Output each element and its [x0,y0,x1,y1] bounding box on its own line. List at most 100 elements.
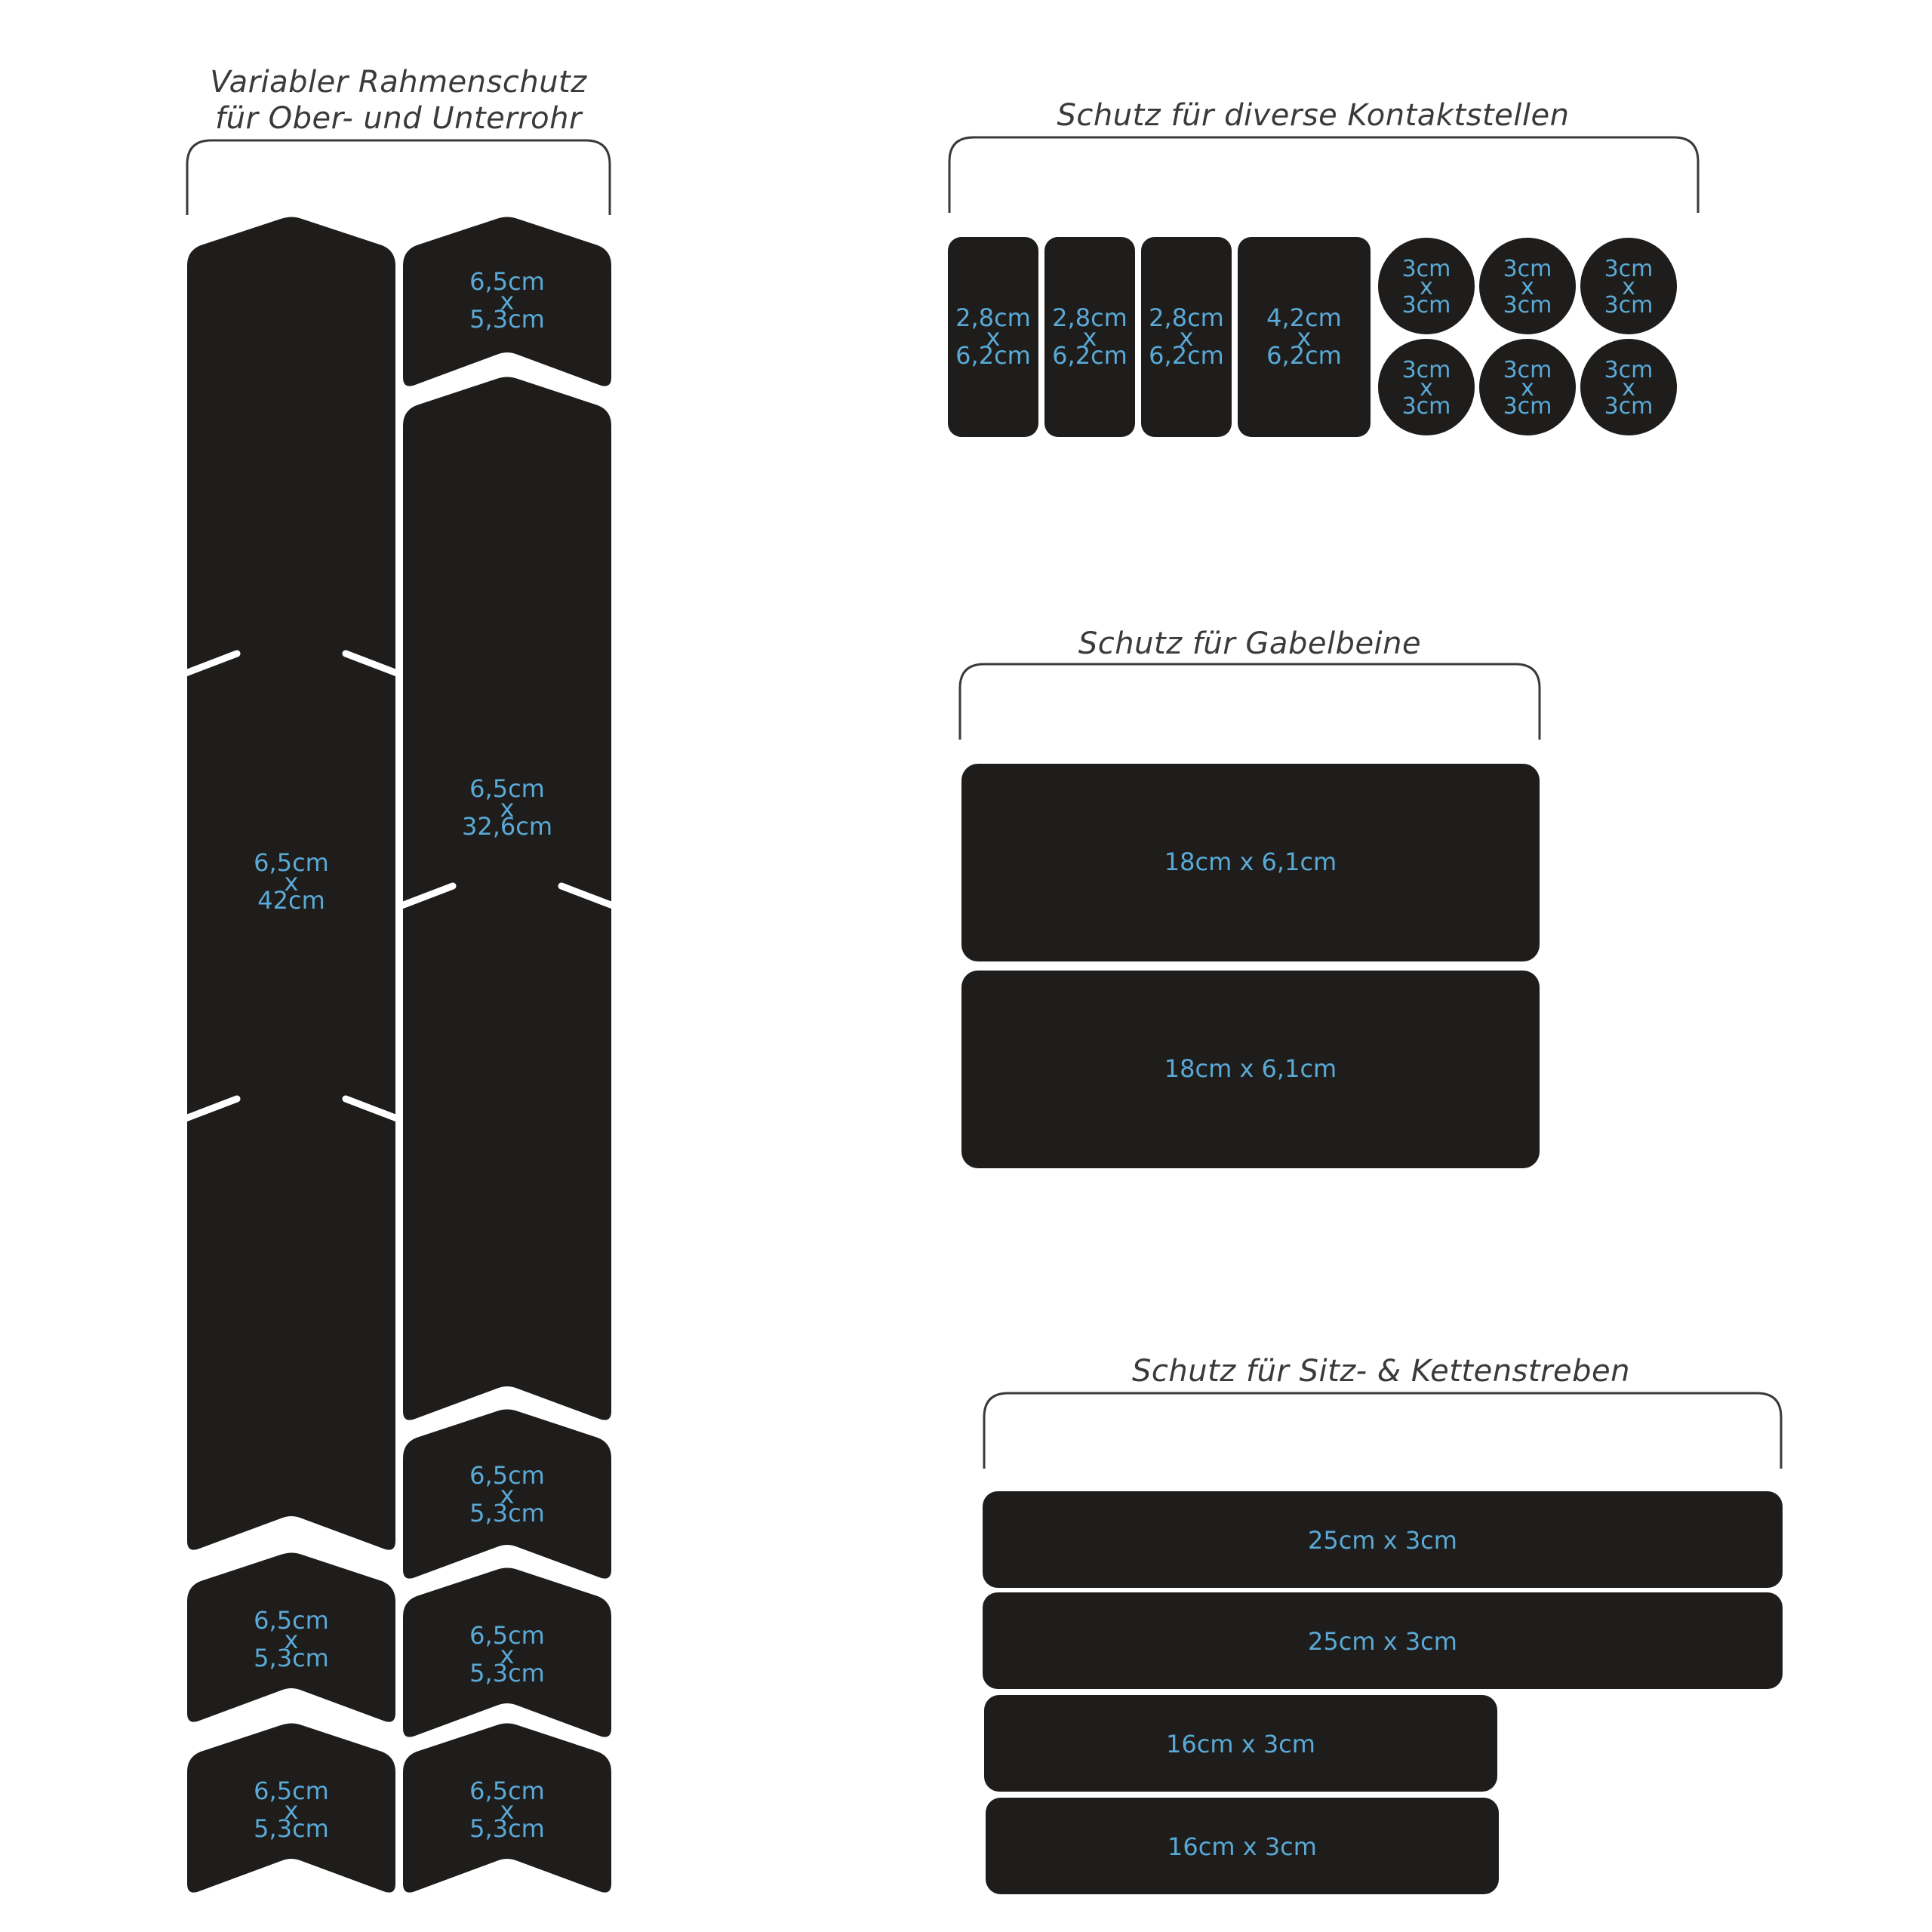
label-width: 6,5cm [254,848,329,877]
label-width: 3cm [1604,357,1654,383]
frame-piece-small-r5-right [403,1723,611,1893]
frame-bracket [186,139,611,215]
label-height: 3cm [1402,393,1451,420]
label-height: 3cm [1503,393,1552,420]
label-times: x [1622,375,1635,401]
frame-heading-line2: für Ober- und Unterrohr [215,101,583,136]
label-height: 5,3cm [469,305,545,334]
stay-piece-1 [983,1491,1783,1588]
contact-circle-6 [1580,339,1677,435]
label-height: 3cm [1604,393,1654,420]
label-times: x [1420,375,1433,401]
stay-label-4: 16cm x 3cm [1168,1832,1317,1861]
fork-piece-2 [961,971,1540,1168]
cut-notch [182,650,241,677]
fork-piece-1 [961,764,1540,961]
frame-piece-long-right [403,377,611,1420]
fork-heading: Schutz für Gabelbeine [1078,626,1421,661]
fork-bracket [958,663,1541,740]
fork-label-1: 18cm x 6,1cm [1164,848,1337,876]
contact-rect-4 [1238,237,1371,437]
frame-piece-long-left [187,217,395,1550]
contact-bracket [948,136,1700,213]
label-height: 5,3cm [469,1499,545,1527]
stay-piece-3 [984,1695,1497,1792]
label-times: x [285,1626,299,1654]
label-height: 42cm [257,886,325,915]
label-height: 5,3cm [469,1659,545,1687]
label-times: x [500,287,515,315]
cut-notch [558,882,617,909]
label-width: 6,5cm [469,267,545,296]
contact-rect-3 [1141,237,1232,437]
contact-rect-1 [948,237,1038,437]
label-times: x [285,1796,299,1825]
label-height: 3cm [1503,292,1552,318]
label-width: 6,5cm [469,1621,545,1650]
label-times: x [1420,274,1433,300]
label-times: x [1521,274,1534,300]
label-times: x [1297,323,1312,352]
label-width: 6,5cm [469,1461,545,1490]
label-width: 3cm [1402,357,1451,383]
stays-bracket [983,1392,1783,1469]
contact-circle-1 [1378,238,1475,334]
label-times: x [1180,323,1194,352]
label-width: 3cm [1402,256,1451,282]
label-times: x [500,1641,515,1669]
frame-piece-small-r4-left [187,1552,395,1722]
label-width: 6,5cm [469,1777,545,1805]
frame-piece-small-r5-left [187,1723,395,1893]
frame-piece-small-r4-right [403,1567,611,1737]
stays-heading: Schutz für Sitz- & Kettenstreben [1132,1354,1630,1389]
label-height: 5,3cm [254,1644,329,1672]
label-width: 3cm [1503,256,1552,282]
label-height: 5,3cm [254,1814,329,1843]
cut-notch [342,650,401,677]
label-width: 6,5cm [469,774,545,803]
label-width: 4,2cm [1266,303,1342,332]
stay-piece-4 [986,1798,1499,1894]
label-width: 2,8cm [1149,303,1224,332]
label-width: 6,5cm [254,1777,329,1805]
label-times: x [986,323,1001,352]
stay-label-3: 16cm x 3cm [1166,1730,1315,1758]
label-times: x [500,1481,515,1509]
cut-notch [398,882,457,909]
label-times: x [1521,375,1534,401]
label-width: 2,8cm [955,303,1031,332]
fork-label-2: 18cm x 6,1cm [1164,1054,1337,1083]
contact-circle-4 [1378,339,1475,435]
cut-notch [182,1095,241,1122]
label-times: x [1622,274,1635,300]
stay-label-1: 25cm x 3cm [1308,1526,1457,1555]
label-times: x [500,794,515,823]
frame-piece-small-top-right [403,217,611,386]
label-height: 32,6cm [462,812,552,841]
label-width: 3cm [1604,256,1654,282]
cut-notch [342,1095,401,1122]
label-times: x [500,1796,515,1825]
label-times: x [285,868,299,897]
stay-piece-2 [983,1592,1783,1689]
contact-circle-5 [1479,339,1576,435]
label-width: 2,8cm [1052,303,1128,332]
contact-rect-2 [1044,237,1135,437]
label-height: 5,3cm [469,1814,545,1843]
label-height: 6,2cm [1149,341,1224,370]
label-times: x [1083,323,1097,352]
contact-circle-2 [1479,238,1576,334]
contact-heading: Schutz für diverse Kontaktstellen [1057,98,1570,133]
label-height: 3cm [1402,292,1451,318]
frame-piece-small-mid-right [403,1409,611,1579]
label-height: 6,2cm [1052,341,1128,370]
label-height: 6,2cm [1266,341,1342,370]
frame-heading-line1: Variabler Rahmenschutz [210,65,587,100]
label-width: 3cm [1503,357,1552,383]
label-width: 6,5cm [254,1606,329,1635]
label-height: 3cm [1604,292,1654,318]
stay-label-2: 25cm x 3cm [1308,1627,1457,1656]
label-height: 6,2cm [955,341,1031,370]
contact-circle-3 [1580,238,1677,334]
